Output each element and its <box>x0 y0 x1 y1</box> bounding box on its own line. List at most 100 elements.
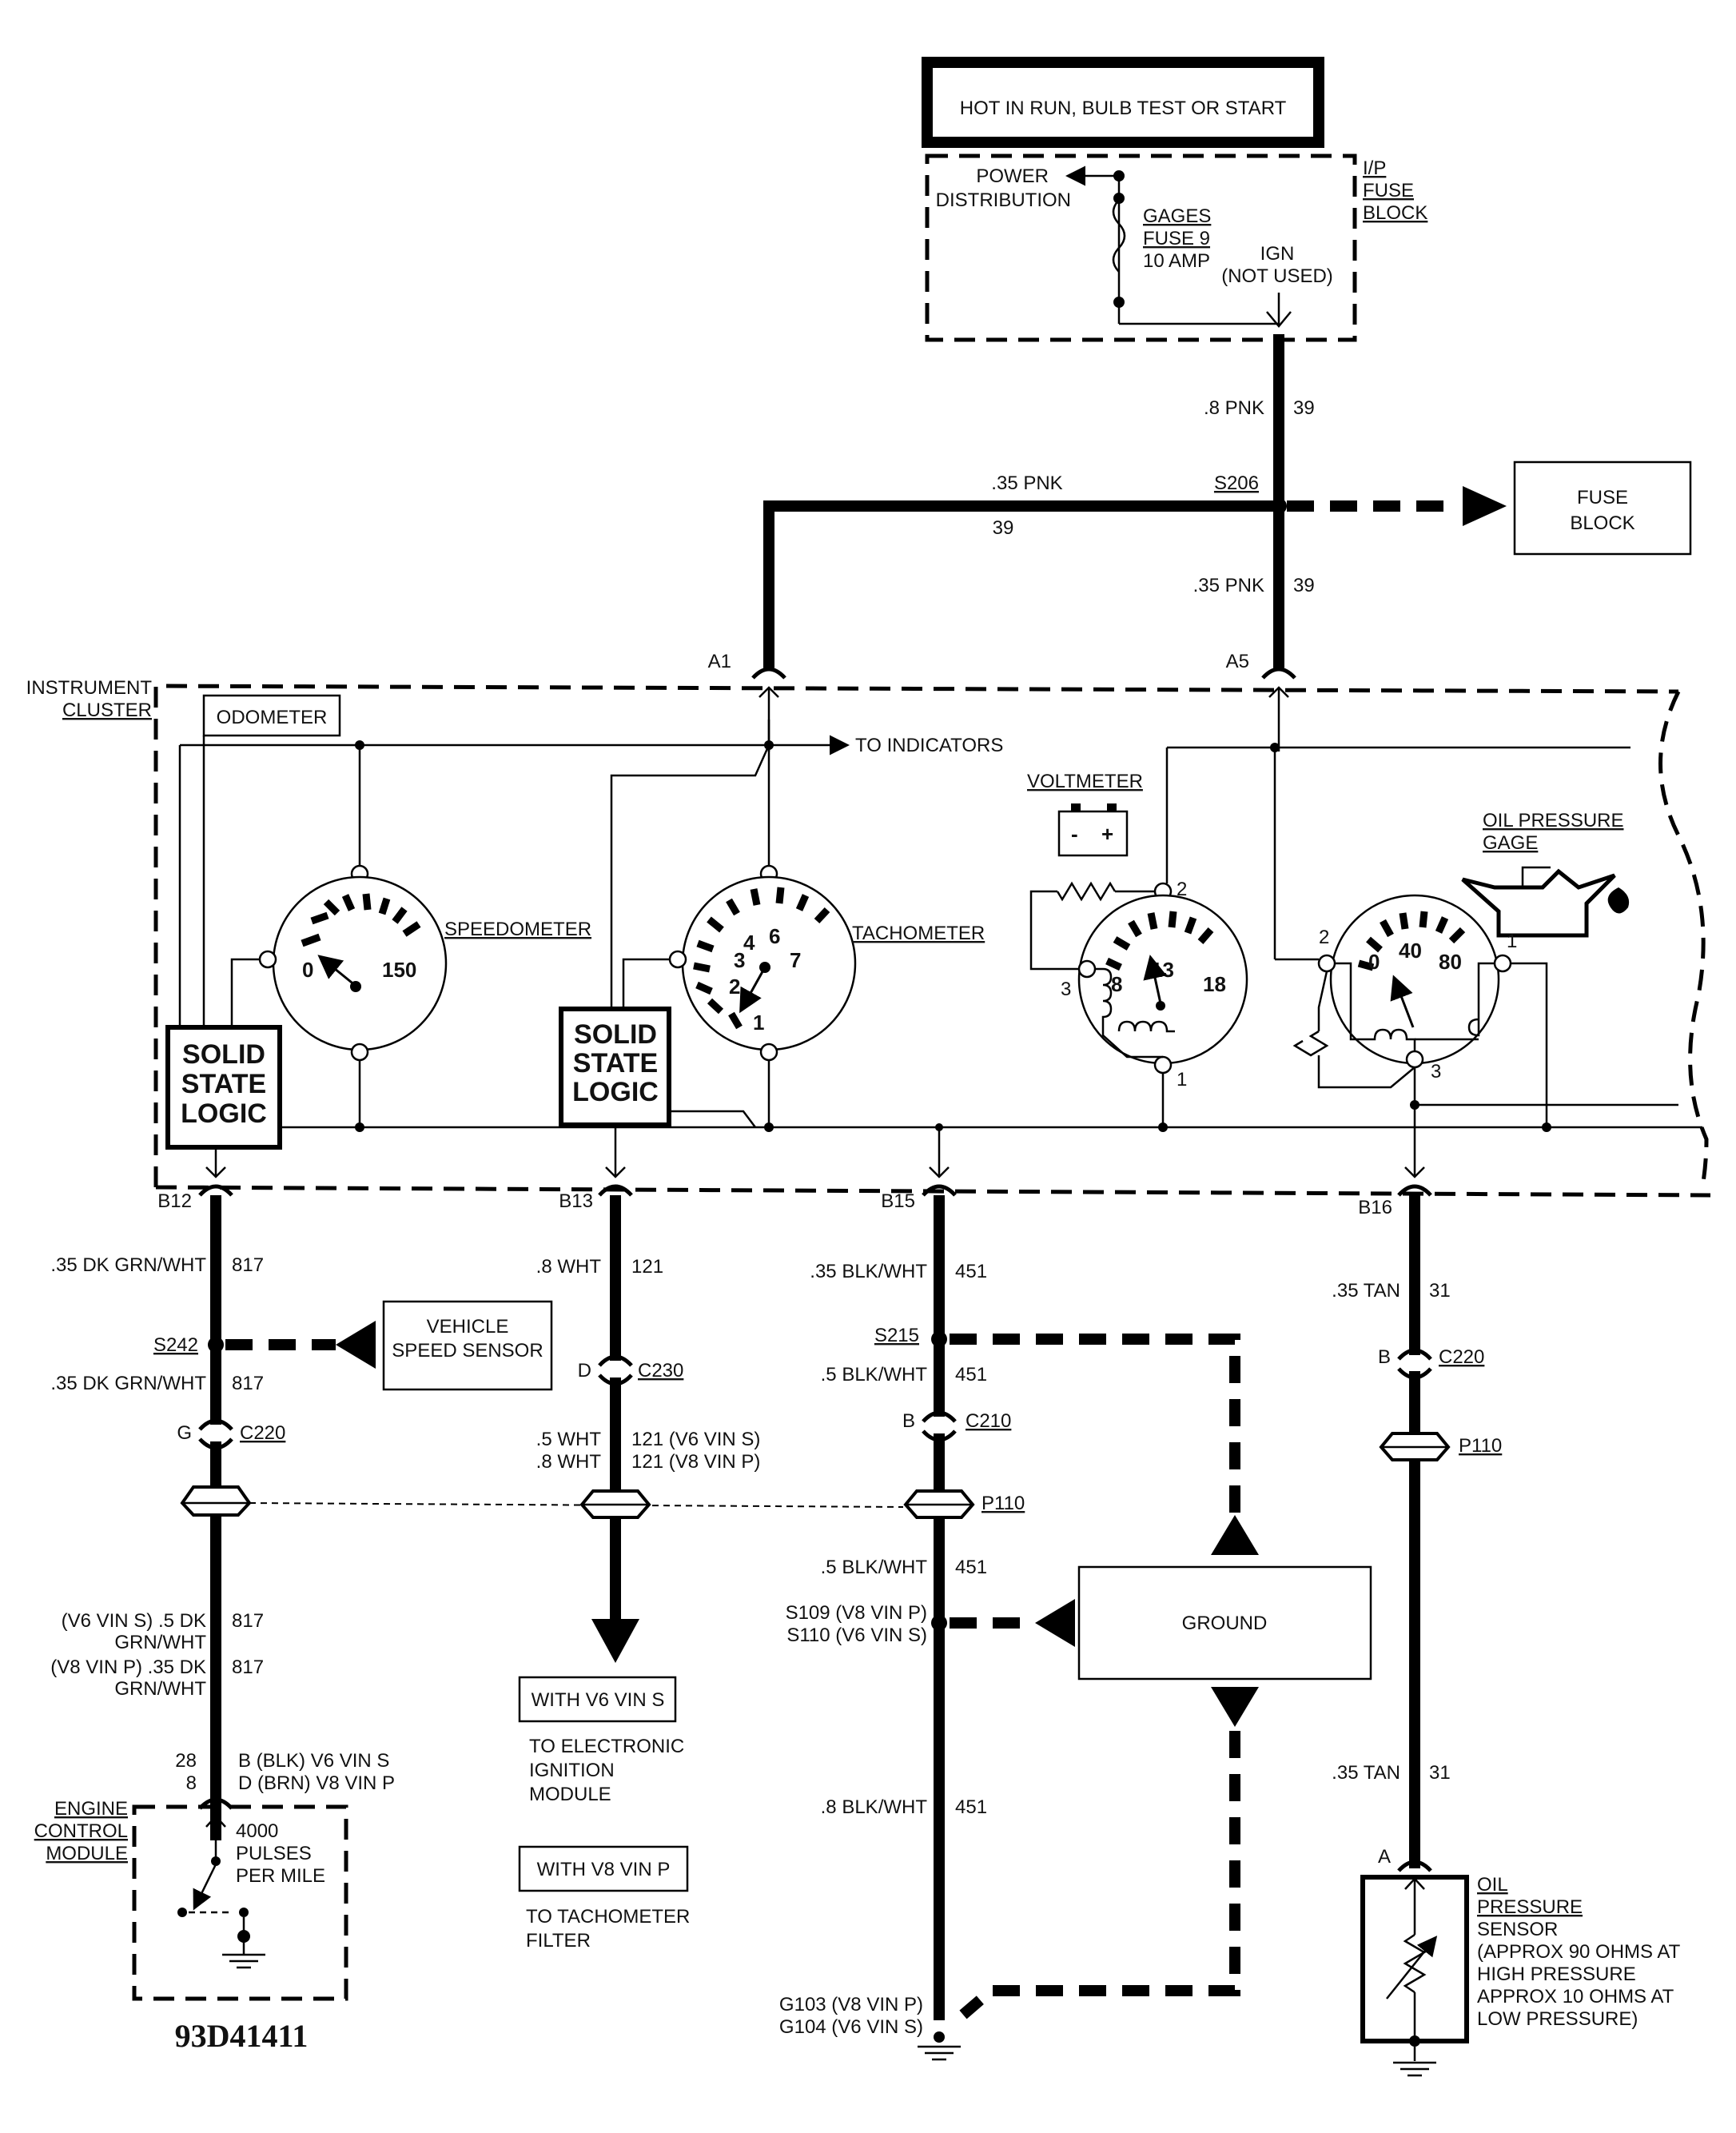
svg-text:STATE: STATE <box>181 1069 266 1099</box>
oil-pressure-sensor <box>1360 1875 1469 2077</box>
svg-text:BLOCK: BLOCK <box>1570 512 1634 534</box>
svg-text:VEHICLE: VEHICLE <box>427 1316 509 1338</box>
hot-in-run-box: HOT IN RUN, BULB TEST OR START <box>922 57 1324 148</box>
svg-text:451: 451 <box>955 1557 987 1578</box>
svg-text:121 (V8 VIN P): 121 (V8 VIN P) <box>631 1451 760 1473</box>
svg-text:FILTER: FILTER <box>526 1930 591 1952</box>
svg-text:451: 451 <box>955 1261 987 1282</box>
svg-text:APPROX 10 OHMS AT: APPROX 10 OHMS AT <box>1477 1986 1674 2007</box>
oil-can-icon <box>1461 866 1630 938</box>
svg-text:S206: S206 <box>1214 472 1259 494</box>
svg-text:18: 18 <box>1203 972 1226 996</box>
svg-text:D: D <box>578 1360 591 1381</box>
svg-text:PULSES: PULSES <box>236 1843 312 1864</box>
svg-text:P110: P110 <box>981 1493 1025 1514</box>
svg-text:CLUSTER: CLUSTER <box>62 700 152 721</box>
svg-text:GAGE: GAGE <box>1483 832 1538 854</box>
svg-text:LOW PRESSURE): LOW PRESSURE) <box>1477 2008 1638 2030</box>
svg-text:.8 PNK: .8 PNK <box>1204 397 1264 419</box>
svg-text:1: 1 <box>1507 931 1517 952</box>
svg-text:817: 817 <box>232 1254 264 1276</box>
svg-text:OIL: OIL <box>1477 1874 1508 1896</box>
svg-text:40: 40 <box>1399 939 1422 963</box>
speedometer-gauge: 0 150 SPEEDOMETER <box>230 740 591 1132</box>
svg-text:G: G <box>177 1422 192 1444</box>
svg-text:LOGIC: LOGIC <box>572 1077 659 1107</box>
svg-text:A: A <box>1378 1846 1391 1868</box>
svg-text:DISTRIBUTION: DISTRIBUTION <box>936 189 1071 211</box>
svg-text:HIGH PRESSURE: HIGH PRESSURE <box>1477 1964 1636 1985</box>
svg-text:28: 28 <box>175 1750 197 1772</box>
svg-text:150: 150 <box>382 958 416 982</box>
svg-text:PER MILE: PER MILE <box>236 1865 325 1887</box>
svg-text:121: 121 <box>631 1256 663 1278</box>
svg-text:I/P: I/P <box>1363 157 1386 179</box>
svg-text:IGN: IGN <box>1260 243 1295 265</box>
svg-text:WITH V8 VIN P: WITH V8 VIN P <box>537 1859 671 1880</box>
svg-text:(APPROX 90 OHMS AT: (APPROX 90 OHMS AT <box>1477 1941 1681 1963</box>
svg-text:VOLTMETER: VOLTMETER <box>1027 771 1143 792</box>
svg-text:C210: C210 <box>966 1410 1011 1432</box>
svg-text:BLOCK: BLOCK <box>1363 202 1427 224</box>
svg-text:39: 39 <box>993 517 1014 539</box>
svg-text:GROUND: GROUND <box>1182 1613 1268 1634</box>
svg-text:2: 2 <box>1319 927 1329 948</box>
svg-text:3: 3 <box>734 948 745 972</box>
svg-text:B13: B13 <box>559 1190 593 1212</box>
svg-text:8: 8 <box>186 1772 197 1794</box>
svg-text:8: 8 <box>1111 972 1122 996</box>
svg-text:451: 451 <box>955 1796 987 1818</box>
svg-text:4: 4 <box>743 931 755 955</box>
svg-text:.35 TAN: .35 TAN <box>1332 1280 1400 1302</box>
svg-text:G104 (V6 VIN S): G104 (V6 VIN S) <box>779 2016 923 2038</box>
svg-text:CONTROL: CONTROL <box>34 1820 128 1842</box>
svg-text:GRN/WHT: GRN/WHT <box>114 1678 206 1700</box>
diagram-code: 93D41411 <box>175 2018 309 2054</box>
oil-pressure-gauge: OIL PRESSURE GAGE 2 1 3 <box>1273 748 1678 1178</box>
svg-text:GAGES: GAGES <box>1143 205 1211 227</box>
svg-text:MODULE: MODULE <box>529 1784 611 1805</box>
svg-text:C220: C220 <box>240 1422 285 1444</box>
svg-text:S242: S242 <box>153 1334 198 1356</box>
svg-text:S109 (V8 VIN P): S109 (V8 VIN P) <box>786 1602 927 1624</box>
svg-text:3: 3 <box>1061 979 1071 1000</box>
svg-text:SOLID: SOLID <box>182 1039 265 1070</box>
svg-text:PRESSURE: PRESSURE <box>1477 1896 1583 1918</box>
svg-text:SOLID: SOLID <box>574 1019 657 1050</box>
circuit-451: B15 .35 BLK/WHT 451 S215 .5 BLK/WHT 451 … <box>779 1184 1372 2061</box>
svg-text:B (BLK) V6 VIN S: B (BLK) V6 VIN S <box>238 1750 389 1772</box>
svg-text:IGNITION: IGNITION <box>529 1760 615 1781</box>
voltmeter-gauge: VOLTMETER - + 2 3 1 <box>1027 771 1248 1132</box>
ip-fuse-block: I/P FUSE BLOCK POWER DISTRIBUTION GAGES … <box>925 153 1427 342</box>
svg-text:2: 2 <box>1177 879 1187 900</box>
svg-text:39: 39 <box>1293 575 1315 596</box>
svg-text:STATE: STATE <box>573 1048 658 1078</box>
svg-text:INSTRUMENT: INSTRUMENT <box>26 677 153 699</box>
svg-text:FUSE 9: FUSE 9 <box>1143 228 1210 249</box>
svg-text:A5: A5 <box>1226 651 1249 672</box>
svg-text:451: 451 <box>955 1364 987 1385</box>
svg-text:.35 DK GRN/WHT: .35 DK GRN/WHT <box>50 1373 206 1394</box>
svg-text:.8 WHT: .8 WHT <box>536 1451 602 1473</box>
svg-text:TO ELECTRONIC: TO ELECTRONIC <box>529 1736 684 1757</box>
svg-text:A1: A1 <box>708 651 731 672</box>
svg-text:GRN/WHT: GRN/WHT <box>114 1632 206 1653</box>
svg-text:.35 PNK: .35 PNK <box>1193 575 1264 596</box>
svg-text:FUSE: FUSE <box>1363 180 1414 201</box>
svg-text:C230: C230 <box>638 1360 683 1381</box>
svg-text:SPEEDOMETER: SPEEDOMETER <box>444 919 591 940</box>
svg-text:B12: B12 <box>157 1190 192 1212</box>
svg-text:(V8 VIN P) .35 DK: (V8 VIN P) .35 DK <box>50 1657 206 1678</box>
svg-text:4000: 4000 <box>236 1820 278 1842</box>
svg-text:TACHOMETER: TACHOMETER <box>852 923 985 944</box>
svg-text:121 (V6 VIN S): 121 (V6 VIN S) <box>631 1429 760 1450</box>
svg-text:P110: P110 <box>1459 1435 1502 1457</box>
svg-text:80: 80 <box>1439 950 1462 974</box>
solid-state-logic-1: SOLID STATE LOGIC <box>165 1025 282 1178</box>
circuit-31: B16 .35 TAN 31 B C220 P110 .35 TAN 31 A … <box>1332 1184 1681 2077</box>
tachometer-gauge: 1 2 3 4 6 7 TACHOMETER <box>610 720 985 1132</box>
svg-text:B: B <box>1378 1346 1391 1368</box>
svg-text:6: 6 <box>769 924 780 948</box>
svg-text:C220: C220 <box>1439 1346 1484 1368</box>
